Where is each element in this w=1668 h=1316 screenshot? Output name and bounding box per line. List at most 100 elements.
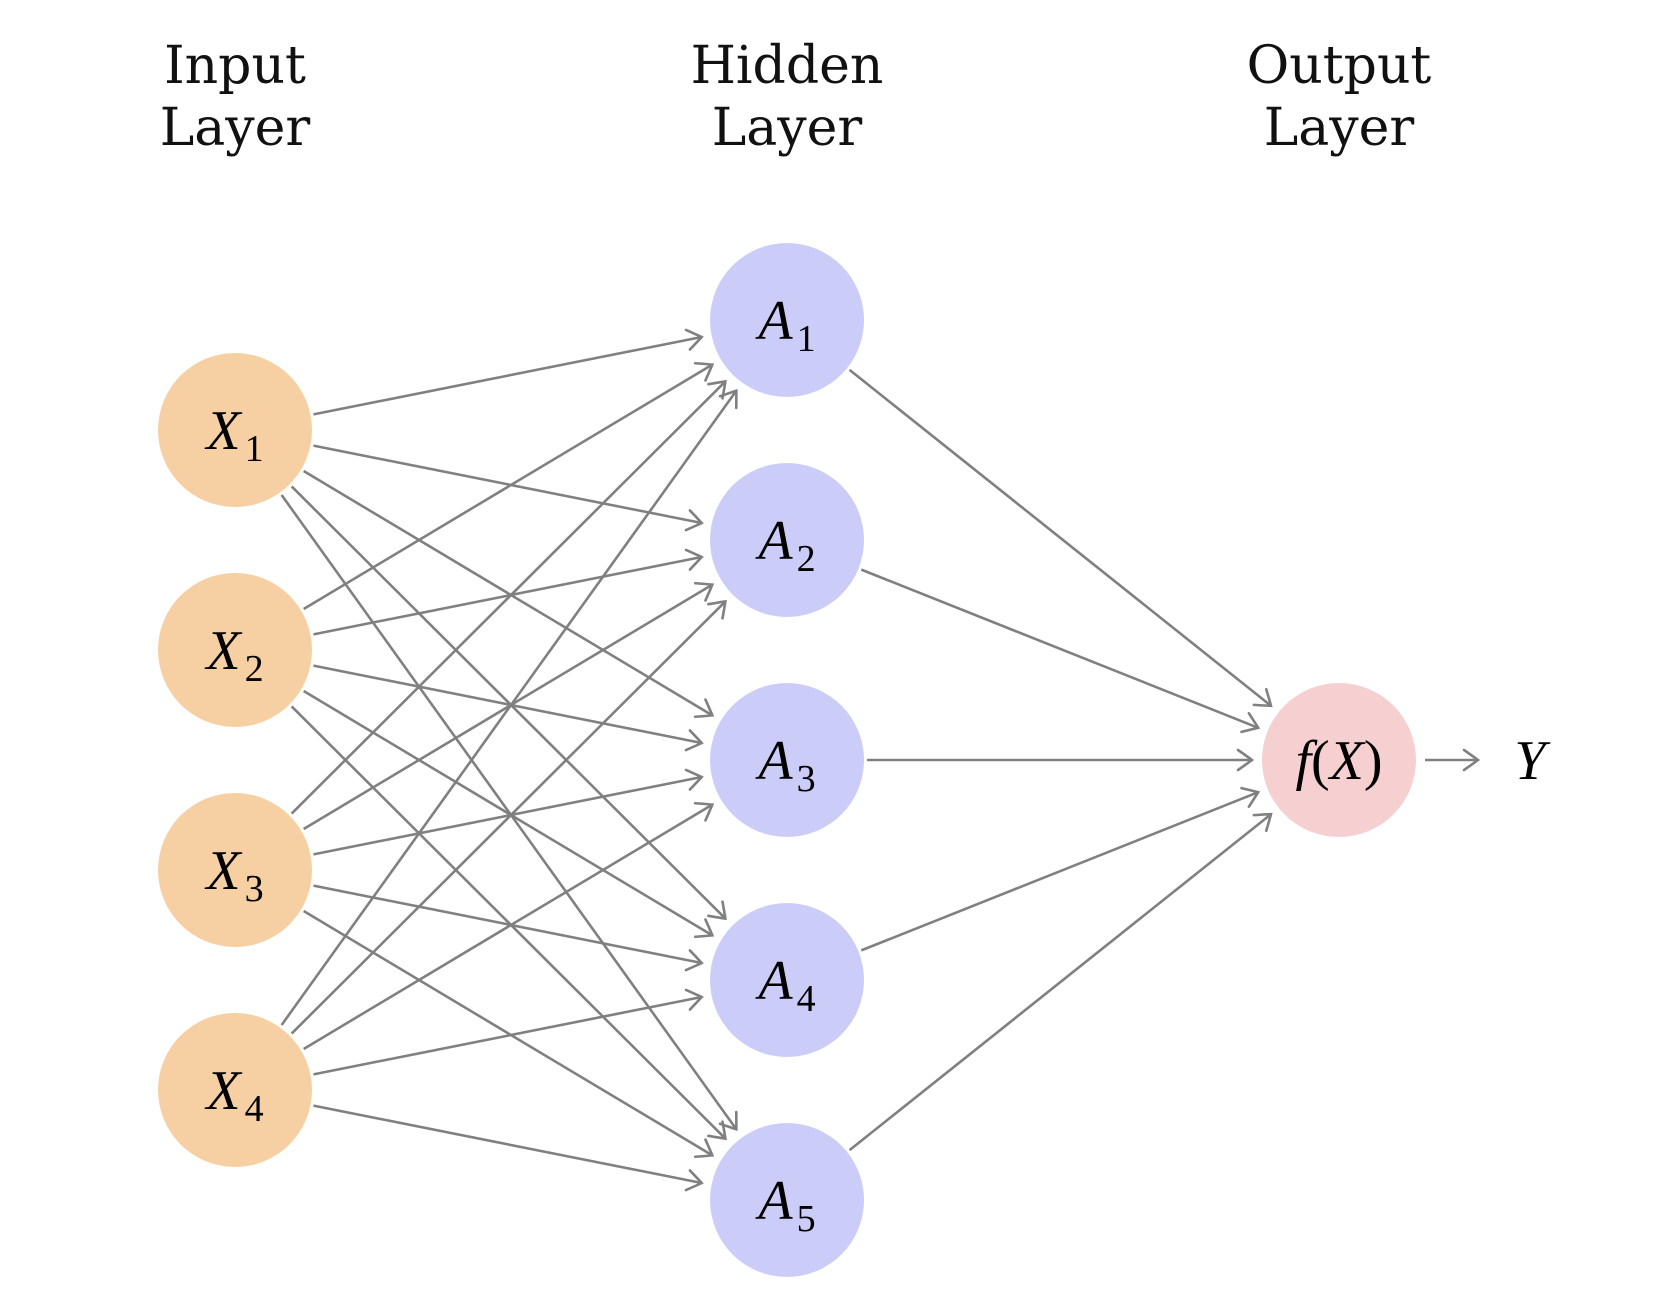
edge-x3-to-a4	[313, 884, 704, 972]
arrowhead-icon	[707, 1120, 727, 1141]
node-label-subscript: 1	[245, 428, 264, 470]
edges	[280, 328, 1481, 1192]
edge-x4-to-a3	[302, 801, 715, 1051]
arrowhead-icon	[1462, 748, 1481, 772]
output-y-label: Y	[1514, 730, 1551, 792]
arrowhead-icon	[684, 949, 704, 972]
edge-line	[313, 1104, 702, 1185]
arrowhead-icon	[693, 361, 715, 382]
arrowhead-icon	[1240, 712, 1261, 734]
arrowhead-icon	[718, 388, 738, 410]
edge-line	[290, 380, 727, 815]
edge-line	[848, 813, 1272, 1152]
node-label-subscript: 4	[245, 1088, 264, 1130]
arrowhead-icon	[718, 1110, 738, 1132]
edge-x3-to-a1	[290, 379, 727, 815]
edge-line	[290, 600, 727, 1035]
node-circle	[158, 573, 312, 727]
edge-x4-to-a5	[313, 1104, 704, 1192]
node-label-base: X	[204, 840, 243, 902]
edge-line	[860, 791, 1259, 952]
edge-line	[302, 909, 713, 1157]
node-circle	[1262, 683, 1416, 837]
node-label-base: A	[754, 950, 793, 1012]
edge-line	[313, 444, 702, 525]
arrowhead-icon	[684, 509, 704, 532]
node-label-base: X	[204, 1060, 243, 1122]
edge-a4-to-output	[860, 786, 1261, 952]
arrowhead-icon	[684, 548, 704, 571]
edge-line	[848, 368, 1272, 707]
result: Y	[1514, 730, 1551, 792]
edge-line	[302, 689, 713, 937]
edge-line	[313, 775, 702, 856]
node-label-base: A	[754, 290, 793, 352]
node-circle	[710, 463, 864, 617]
edge-line	[313, 555, 702, 636]
edge-x2-to-a1	[302, 361, 715, 611]
hidden-layer-title-line1: Hidden	[691, 36, 884, 96]
arrowhead-icon	[1252, 687, 1273, 708]
arrowhead-icon	[707, 900, 727, 921]
arrowhead-icon	[693, 698, 715, 719]
arrowhead-icon	[693, 918, 715, 939]
edge-x4-to-a4	[313, 988, 704, 1076]
node-label-subscript: 2	[245, 648, 264, 690]
input-layer-title-line2: Layer	[160, 98, 311, 158]
edge-x2-to-a3	[313, 664, 704, 752]
arrowhead-icon	[707, 379, 727, 400]
edge-line	[280, 389, 738, 1026]
edge-a3-to-output	[867, 748, 1255, 772]
node-label-base: X	[204, 400, 243, 462]
edge-x3-to-a2	[302, 581, 715, 831]
node-label-base: A	[754, 730, 793, 792]
edge-a2-to-output	[860, 568, 1261, 734]
edge-line	[290, 705, 727, 1140]
node-label-paren: (	[1311, 730, 1330, 792]
edge-line	[302, 803, 713, 1051]
node-circle	[158, 1013, 312, 1167]
edge-a5-to-output	[848, 812, 1273, 1152]
node-circle	[710, 903, 864, 1057]
node-label-subscript: 3	[797, 758, 816, 800]
node-circle	[158, 353, 312, 507]
arrowhead-icon	[693, 1138, 715, 1159]
edge-x2-to-a5	[290, 705, 727, 1141]
edge-output-to-y	[1425, 748, 1481, 772]
edge-line	[313, 335, 702, 416]
node-circle	[710, 243, 864, 397]
edge-line	[313, 664, 702, 745]
arrowhead-icon	[1240, 786, 1261, 808]
node-label-arg: X	[1328, 730, 1367, 792]
arrowhead-icon	[684, 328, 704, 351]
node-circle	[158, 793, 312, 947]
node-label-subscript: 1	[797, 318, 816, 360]
arrowhead-icon	[684, 988, 704, 1011]
edge-x4-to-a1	[280, 388, 738, 1026]
edge-x1-to-a5	[280, 494, 738, 1132]
arrowhead-icon	[684, 1169, 704, 1192]
output-layer-title-line2: Layer	[1264, 98, 1415, 158]
edge-x3-to-a3	[313, 768, 704, 856]
output-layer-title-line1: Output	[1247, 36, 1432, 96]
edge-line	[860, 568, 1259, 729]
node-label-subscript: 2	[797, 538, 816, 580]
arrowhead-icon	[1236, 748, 1255, 772]
